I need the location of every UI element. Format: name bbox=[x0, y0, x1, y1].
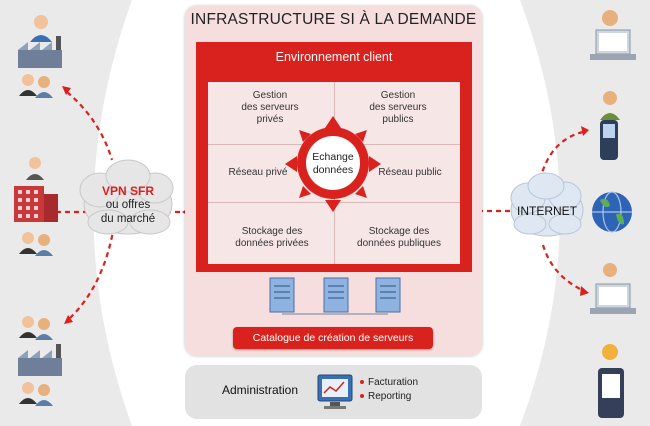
users-icon bbox=[19, 382, 53, 406]
server-row bbox=[269, 277, 401, 315]
administration-title: Administration bbox=[222, 383, 299, 397]
internet-label: INTERNET bbox=[517, 204, 577, 218]
factory-icon bbox=[18, 36, 62, 68]
public-servers-label: Gestion des serveurs publics bbox=[369, 90, 427, 125]
public-network-label: Réseau public bbox=[378, 167, 442, 178]
vpn-cloud-label: VPN SFR ou offres du marché bbox=[88, 184, 168, 226]
office-building-icon bbox=[14, 186, 58, 222]
vpn-market-label: du marché bbox=[100, 213, 156, 225]
private-network-label: Réseau privé bbox=[228, 167, 288, 178]
internet-cloud bbox=[510, 172, 584, 237]
exchange-hub-center bbox=[306, 136, 360, 190]
left-connection-arrows bbox=[47, 91, 200, 319]
server-catalog-button[interactable]: Catalogue de création de serveurs bbox=[233, 327, 433, 349]
client-environment-title: Environnement client bbox=[275, 50, 393, 64]
exchange-arrows bbox=[285, 116, 381, 212]
right-connection-arrows bbox=[478, 130, 584, 291]
public-storage-label: Stockage des données publiques bbox=[357, 226, 441, 249]
factory-icon bbox=[18, 344, 62, 376]
vpn-cloud bbox=[79, 159, 174, 235]
right-icon-column bbox=[590, 10, 636, 418]
users-icon bbox=[19, 74, 53, 98]
left-icon-column bbox=[14, 15, 62, 406]
laptop-icon bbox=[590, 263, 636, 314]
server-icon bbox=[323, 277, 349, 313]
globe-icon bbox=[592, 191, 632, 233]
server-icon bbox=[375, 277, 401, 313]
server-icon bbox=[269, 277, 295, 313]
laptop-icon bbox=[590, 10, 636, 60]
mobile-phone-icon bbox=[600, 91, 620, 160]
user-icon bbox=[26, 157, 44, 180]
billing-item: Facturation bbox=[360, 377, 418, 388]
exchange-label: Echange données bbox=[312, 151, 354, 176]
private-servers-label: Gestion des serveurs privés bbox=[241, 90, 299, 125]
pda-icon bbox=[598, 344, 624, 418]
vpn-offers-label: ou offres bbox=[105, 199, 151, 211]
private-storage-label: Stockage des données privées bbox=[235, 226, 309, 249]
user-icon bbox=[30, 15, 52, 42]
users-icon bbox=[19, 232, 53, 256]
vpn-label: VPN SFR bbox=[101, 184, 154, 198]
reporting-item: Reporting bbox=[360, 391, 411, 402]
page-title: INFRASTRUCTURE SI À LA DEMANDE bbox=[190, 11, 477, 28]
users-icon bbox=[19, 316, 53, 340]
monitor-icon bbox=[317, 374, 353, 409]
